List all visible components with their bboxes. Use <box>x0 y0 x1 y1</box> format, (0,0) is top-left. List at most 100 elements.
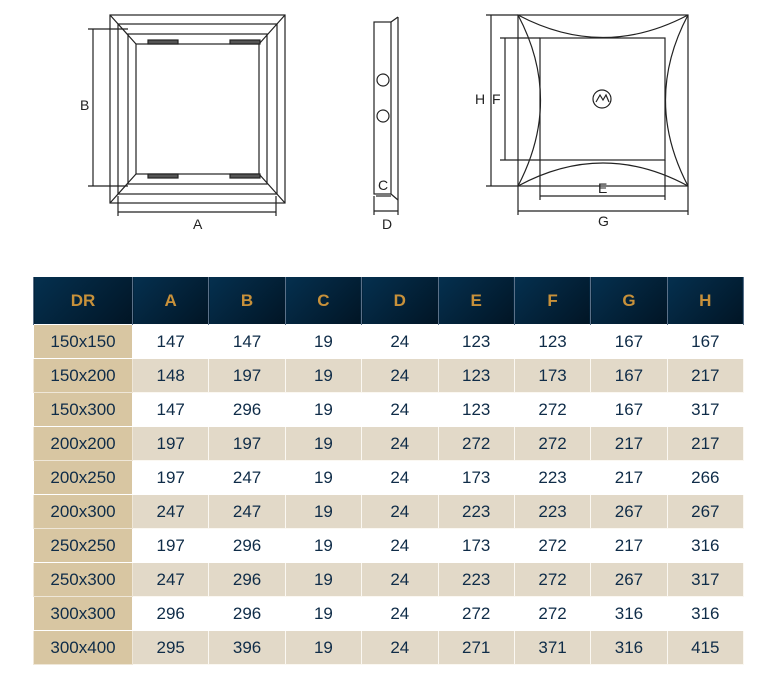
value-cell: 272 <box>437 426 515 461</box>
value-cell: 24 <box>361 358 439 393</box>
value-cell: 316 <box>590 630 668 665</box>
value-cell: 19 <box>284 596 363 631</box>
value-cell: 223 <box>513 494 592 529</box>
value-cell: 197 <box>131 460 210 495</box>
value-cell: 19 <box>284 392 363 427</box>
value-cell: 217 <box>590 460 668 495</box>
size-cell: 150x150 <box>33 324 133 359</box>
value-cell: 167 <box>590 324 668 359</box>
value-cell: 267 <box>666 494 745 529</box>
value-cell: 19 <box>284 460 363 495</box>
column-header-f: F <box>513 277 592 325</box>
value-cell: 317 <box>666 392 745 427</box>
value-cell: 296 <box>208 528 286 563</box>
value-cell: 123 <box>513 324 592 359</box>
value-cell: 197 <box>208 426 286 461</box>
size-cell: 150x200 <box>33 358 133 393</box>
column-header-h: H <box>666 277 745 325</box>
dimension-label-a: A <box>193 216 203 232</box>
value-cell: 247 <box>131 562 210 597</box>
value-cell: 24 <box>361 596 439 631</box>
column-header-c: C <box>284 277 363 325</box>
value-cell: 217 <box>666 358 745 393</box>
value-cell: 167 <box>590 358 668 393</box>
value-cell: 19 <box>284 630 363 665</box>
value-cell: 173 <box>513 358 592 393</box>
value-cell: 217 <box>590 528 668 563</box>
value-cell: 271 <box>437 630 515 665</box>
value-cell: 267 <box>590 494 668 529</box>
front-view-drawing <box>88 14 286 216</box>
value-cell: 247 <box>208 494 286 529</box>
size-cell: 250x250 <box>33 528 133 563</box>
value-cell: 147 <box>208 324 286 359</box>
value-cell: 296 <box>131 596 210 631</box>
column-header-e: E <box>437 277 515 325</box>
value-cell: 24 <box>361 528 439 563</box>
value-cell: 19 <box>284 494 363 529</box>
value-cell: 415 <box>666 630 745 665</box>
dimension-label-f: F <box>492 91 501 107</box>
value-cell: 296 <box>208 596 286 631</box>
value-cell: 272 <box>437 596 515 631</box>
value-cell: 197 <box>131 426 210 461</box>
value-cell: 123 <box>437 358 515 393</box>
value-cell: 317 <box>666 562 745 597</box>
value-cell: 24 <box>361 324 439 359</box>
value-cell: 24 <box>361 630 439 665</box>
value-cell: 197 <box>131 528 210 563</box>
value-cell: 272 <box>513 562 592 597</box>
dimension-label-h: H <box>475 91 485 107</box>
dimension-label-c: C <box>378 177 388 193</box>
value-cell: 316 <box>666 528 745 563</box>
value-cell: 371 <box>513 630 592 665</box>
value-cell: 316 <box>590 596 668 631</box>
size-cell: 200x250 <box>33 460 133 495</box>
value-cell: 217 <box>590 426 668 461</box>
dimension-label-g: G <box>598 213 609 229</box>
value-cell: 296 <box>208 392 286 427</box>
value-cell: 266 <box>666 460 745 495</box>
value-cell: 272 <box>513 392 592 427</box>
value-cell: 24 <box>361 494 439 529</box>
column-header-d: D <box>361 277 439 325</box>
size-cell: 150x300 <box>33 392 133 427</box>
value-cell: 24 <box>361 460 439 495</box>
value-cell: 316 <box>666 596 745 631</box>
value-cell: 396 <box>208 630 286 665</box>
value-cell: 296 <box>208 562 286 597</box>
side-view-drawing <box>373 16 399 215</box>
technical-drawings: B A C D H F E G <box>80 14 689 232</box>
value-cell: 123 <box>437 392 515 427</box>
value-cell: 247 <box>131 494 210 529</box>
value-cell: 267 <box>590 562 668 597</box>
value-cell: 272 <box>513 528 592 563</box>
value-cell: 173 <box>437 460 515 495</box>
value-cell: 167 <box>590 392 668 427</box>
value-cell: 272 <box>513 596 592 631</box>
column-header-dr: DR <box>33 277 133 325</box>
value-cell: 19 <box>284 426 363 461</box>
back-view-drawing <box>486 14 689 215</box>
column-header-b: B <box>208 277 286 325</box>
dimension-label-e: E <box>598 180 607 196</box>
column-header-a: A <box>131 277 210 325</box>
value-cell: 295 <box>131 630 210 665</box>
dimension-label-d: D <box>382 216 392 232</box>
value-cell: 173 <box>437 528 515 563</box>
value-cell: 272 <box>513 426 592 461</box>
value-cell: 197 <box>208 358 286 393</box>
value-cell: 19 <box>284 324 363 359</box>
